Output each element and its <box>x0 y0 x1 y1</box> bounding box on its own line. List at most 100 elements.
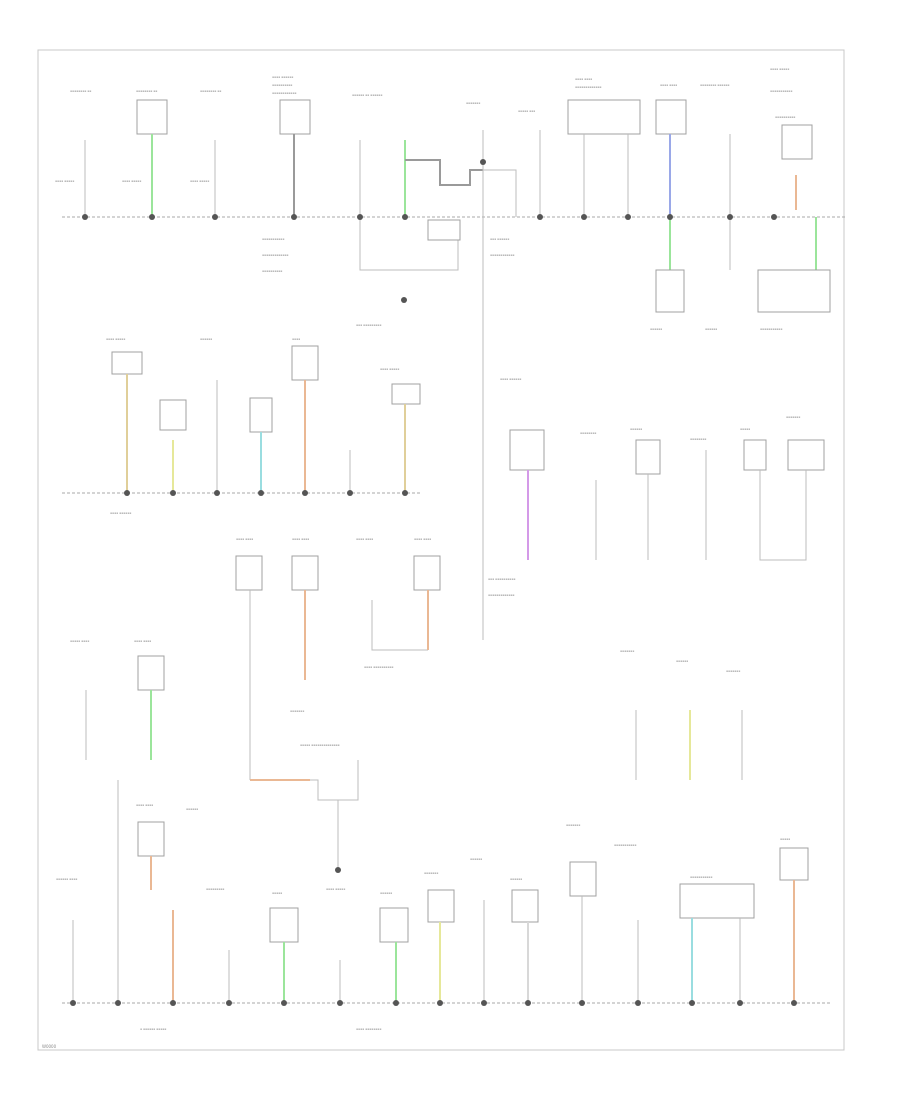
svg-text:▪▪▪▪ ▪▪▪▪▪: ▪▪▪▪ ▪▪▪▪▪ <box>55 179 74 183</box>
connector-box <box>427 219 461 241</box>
svg-text:▪▪▪▪ ▪▪▪▪▪▪: ▪▪▪▪ ▪▪▪▪▪▪ <box>110 511 131 515</box>
svg-text:▪▪▪▪▪▪▪▪▪▪▪: ▪▪▪▪▪▪▪▪▪▪▪ <box>760 327 782 331</box>
svg-text:▪▪▪▪▪▪: ▪▪▪▪▪▪ <box>510 877 522 881</box>
connector-box <box>159 399 187 431</box>
svg-text:▪▪▪▪▪▪: ▪▪▪▪▪▪ <box>200 337 212 341</box>
svg-text:▪▪▪▪▪▪▪▪▪▪▪: ▪▪▪▪▪▪▪▪▪▪▪ <box>262 237 284 241</box>
svg-text:▪▪▪▪▪▪▪▪▪▪▪▪: ▪▪▪▪▪▪▪▪▪▪▪▪ <box>272 91 296 95</box>
connector-box <box>111 351 143 375</box>
connector-box <box>655 99 687 135</box>
svg-text:▪▪▪▪▪▪▪: ▪▪▪▪▪▪▪ <box>290 709 304 713</box>
svg-text:▪▪▪▪▪▪: ▪▪▪▪▪▪ <box>186 807 198 811</box>
svg-text:▪▪▪▪▪▪ ▪▪▪▪: ▪▪▪▪▪▪ ▪▪▪▪ <box>56 877 77 881</box>
svg-text:▪▪▪▪▪▪▪: ▪▪▪▪▪▪▪ <box>620 649 634 653</box>
connector-box <box>427 889 455 923</box>
bottom-section: ▪▪▪▪▪▪ ▪▪▪▪ ▪▪▪▪ ▪▪▪▪ ▪▪▪▪▪▪ ▪▪▪▪▪▪▪▪▪ ▪… <box>56 780 830 1031</box>
svg-text:▪▪▪▪▪▪▪: ▪▪▪▪▪▪▪ <box>566 823 580 827</box>
connector-box <box>509 429 545 471</box>
svg-text:▪▪▪▪ ▪▪▪▪: ▪▪▪▪ ▪▪▪▪ <box>236 537 253 541</box>
connector-box <box>569 861 597 897</box>
svg-text:▪▪▪▪▪▪: ▪▪▪▪▪▪ <box>380 891 392 895</box>
top-header-labels: ▪▪▪▪▪▪▪▪ ▪▪ ▪▪▪▪▪▪▪▪ ▪▪ ▪▪▪▪▪▪▪▪ ▪▪ ▪▪▪▪… <box>70 67 795 119</box>
svg-text:▪▪▪▪▪▪▪▪▪▪▪: ▪▪▪▪▪▪▪▪▪▪▪ <box>614 843 636 847</box>
svg-text:▪▪▪▪▪▪: ▪▪▪▪▪▪ <box>650 327 662 331</box>
connector-box <box>413 555 441 591</box>
svg-text:▪▪▪▪▪: ▪▪▪▪▪ <box>740 427 750 431</box>
svg-text:▪▪▪▪▪▪▪▪▪▪: ▪▪▪▪▪▪▪▪▪▪ <box>775 115 795 119</box>
svg-text:▪▪▪▪▪▪: ▪▪▪▪▪▪ <box>705 327 717 331</box>
connector-box <box>787 439 825 471</box>
connector-box <box>567 99 641 135</box>
connector-box <box>679 883 755 919</box>
svg-text:▪▪▪▪▪▪▪: ▪▪▪▪▪▪▪ <box>466 101 480 105</box>
svg-text:▪▪▪▪▪▪▪▪: ▪▪▪▪▪▪▪▪ <box>690 437 706 441</box>
connector-box <box>635 439 661 475</box>
diagram-frame <box>37 49 845 1051</box>
connector-box <box>235 555 263 591</box>
svg-text:▪▪▪▪ ▪▪▪▪: ▪▪▪▪ ▪▪▪▪ <box>134 639 151 643</box>
connector-box <box>379 907 409 943</box>
svg-text:▪▪▪▪▪▪▪▪: ▪▪▪▪▪▪▪▪ <box>580 431 596 435</box>
svg-text:▪▪▪▪▪▪: ▪▪▪▪▪▪ <box>676 659 688 663</box>
svg-text:▪▪▪▪ ▪▪▪▪▪: ▪▪▪▪ ▪▪▪▪▪ <box>770 67 789 71</box>
svg-text:▪▪▪▪ ▪▪▪▪▪▪▪▪▪▪: ▪▪▪▪ ▪▪▪▪▪▪▪▪▪▪ <box>364 665 393 669</box>
svg-text:▪▪▪▪▪▪▪▪ ▪▪: ▪▪▪▪▪▪▪▪ ▪▪ <box>136 89 157 93</box>
connector-box <box>781 124 813 160</box>
top-section: ▪▪▪▪▪▪▪▪ ▪▪ ▪▪▪▪▪▪▪▪ ▪▪ ▪▪▪▪▪▪▪▪ ▪▪ ▪▪▪▪… <box>55 67 845 640</box>
svg-text:▪▪▪▪ ▪▪▪▪▪▪▪▪: ▪▪▪▪ ▪▪▪▪▪▪▪▪ <box>356 1027 381 1031</box>
svg-text:▪▪▪▪ ▪▪▪▪▪▪: ▪▪▪▪ ▪▪▪▪▪▪ <box>500 377 521 381</box>
svg-text:▪▪▪▪ ▪▪▪▪▪: ▪▪▪▪ ▪▪▪▪▪ <box>326 887 345 891</box>
svg-text:▪▪▪▪▪▪▪▪▪▪▪▪▪: ▪▪▪▪▪▪▪▪▪▪▪▪▪ <box>575 85 601 89</box>
svg-text:▪ ▪▪▪▪▪▪ ▪▪▪▪▪: ▪ ▪▪▪▪▪▪ ▪▪▪▪▪ <box>140 1027 166 1031</box>
svg-text:▪▪▪▪▪ ▪▪▪▪▪▪▪▪▪▪▪▪▪▪: ▪▪▪▪▪ ▪▪▪▪▪▪▪▪▪▪▪▪▪▪ <box>300 743 340 747</box>
svg-text:▪▪▪▪▪▪▪▪ ▪▪: ▪▪▪▪▪▪▪▪ ▪▪ <box>70 89 91 93</box>
connector-box <box>511 889 539 923</box>
svg-text:▪▪▪ ▪▪▪▪▪▪: ▪▪▪ ▪▪▪▪▪▪ <box>490 237 509 241</box>
lower-middle-section: ▪▪▪▪ ▪▪▪▪ ▪▪▪▪ ▪▪▪▪ ▪▪▪▪ ▪▪▪▪ ▪▪▪▪ ▪▪▪▪ … <box>70 537 743 873</box>
svg-text:▪▪▪▪▪▪▪▪ ▪▪: ▪▪▪▪▪▪▪▪ ▪▪ <box>200 89 221 93</box>
svg-text:▪▪▪▪▪▪▪▪ ▪▪▪▪▪▪: ▪▪▪▪▪▪▪▪ ▪▪▪▪▪▪ <box>700 83 729 87</box>
svg-text:▪▪▪▪▪▪▪: ▪▪▪▪▪▪▪ <box>786 415 800 419</box>
connector-box <box>291 555 319 591</box>
svg-text:▪▪▪▪▪▪▪▪▪▪▪▪▪: ▪▪▪▪▪▪▪▪▪▪▪▪▪ <box>488 593 514 597</box>
svg-text:▪▪▪▪ ▪▪▪▪▪: ▪▪▪▪ ▪▪▪▪▪ <box>106 337 125 341</box>
svg-text:▪▪▪▪▪ ▪▪▪▪: ▪▪▪▪▪ ▪▪▪▪ <box>70 639 89 643</box>
svg-text:▪▪▪▪: ▪▪▪▪ <box>292 337 300 341</box>
diagram-code: W0000 <box>42 1044 57 1049</box>
svg-text:▪▪▪▪ ▪▪▪▪▪▪: ▪▪▪▪ ▪▪▪▪▪▪ <box>272 75 293 79</box>
svg-text:▪▪▪▪▪▪▪: ▪▪▪▪▪▪▪ <box>424 871 438 875</box>
svg-text:▪▪▪▪ ▪▪▪▪: ▪▪▪▪ ▪▪▪▪ <box>136 803 153 807</box>
svg-text:▪▪▪▪ ▪▪▪▪: ▪▪▪▪ ▪▪▪▪ <box>414 537 431 541</box>
connector-box <box>137 655 165 691</box>
svg-text:▪▪▪▪▪▪ ▪▪ ▪▪▪▪▪▪: ▪▪▪▪▪▪ ▪▪ ▪▪▪▪▪▪ <box>352 93 382 97</box>
svg-text:▪▪▪▪ ▪▪▪▪: ▪▪▪▪ ▪▪▪▪ <box>356 537 373 541</box>
connector-box <box>136 99 168 135</box>
svg-text:▪▪▪ ▪▪▪▪▪▪▪▪▪: ▪▪▪ ▪▪▪▪▪▪▪▪▪ <box>356 323 381 327</box>
connector-box <box>279 99 311 135</box>
connector-box <box>249 397 273 433</box>
connector-box <box>757 269 831 313</box>
svg-text:▪▪▪▪ ▪▪▪▪▪: ▪▪▪▪ ▪▪▪▪▪ <box>380 367 399 371</box>
svg-text:▪▪▪▪▪▪: ▪▪▪▪▪▪ <box>630 427 642 431</box>
svg-text:▪▪▪▪▪ ▪▪▪: ▪▪▪▪▪ ▪▪▪ <box>518 109 535 113</box>
connector-box <box>391 383 421 405</box>
svg-text:▪▪▪▪ ▪▪▪▪▪: ▪▪▪▪ ▪▪▪▪▪ <box>122 179 141 183</box>
svg-text:▪▪▪▪▪: ▪▪▪▪▪ <box>272 891 282 895</box>
svg-text:▪▪▪▪▪▪: ▪▪▪▪▪▪ <box>470 857 482 861</box>
svg-text:▪▪▪▪▪: ▪▪▪▪▪ <box>780 837 790 841</box>
connector-box <box>743 439 767 471</box>
connector-box <box>269 907 299 943</box>
connector-box <box>291 345 319 381</box>
svg-text:▪▪▪ ▪▪▪▪▪▪▪▪▪▪: ▪▪▪ ▪▪▪▪▪▪▪▪▪▪ <box>488 577 515 581</box>
svg-text:▪▪▪▪ ▪▪▪▪: ▪▪▪▪ ▪▪▪▪ <box>575 77 592 81</box>
svg-text:▪▪▪▪ ▪▪▪▪▪: ▪▪▪▪ ▪▪▪▪▪ <box>190 179 209 183</box>
svg-text:▪▪▪▪▪▪▪▪▪: ▪▪▪▪▪▪▪▪▪ <box>206 887 224 891</box>
connector-box <box>137 821 165 857</box>
svg-text:▪▪▪▪▪▪▪▪▪▪▪: ▪▪▪▪▪▪▪▪▪▪▪ <box>690 875 712 879</box>
connector-box <box>779 847 809 881</box>
svg-text:▪▪▪▪▪▪▪: ▪▪▪▪▪▪▪ <box>726 669 740 673</box>
svg-text:▪▪▪▪ ▪▪▪▪: ▪▪▪▪ ▪▪▪▪ <box>660 83 677 87</box>
svg-text:▪▪▪▪ ▪▪▪▪: ▪▪▪▪ ▪▪▪▪ <box>292 537 309 541</box>
svg-text:▪▪▪▪▪▪▪▪▪▪▪: ▪▪▪▪▪▪▪▪▪▪▪ <box>770 89 792 93</box>
